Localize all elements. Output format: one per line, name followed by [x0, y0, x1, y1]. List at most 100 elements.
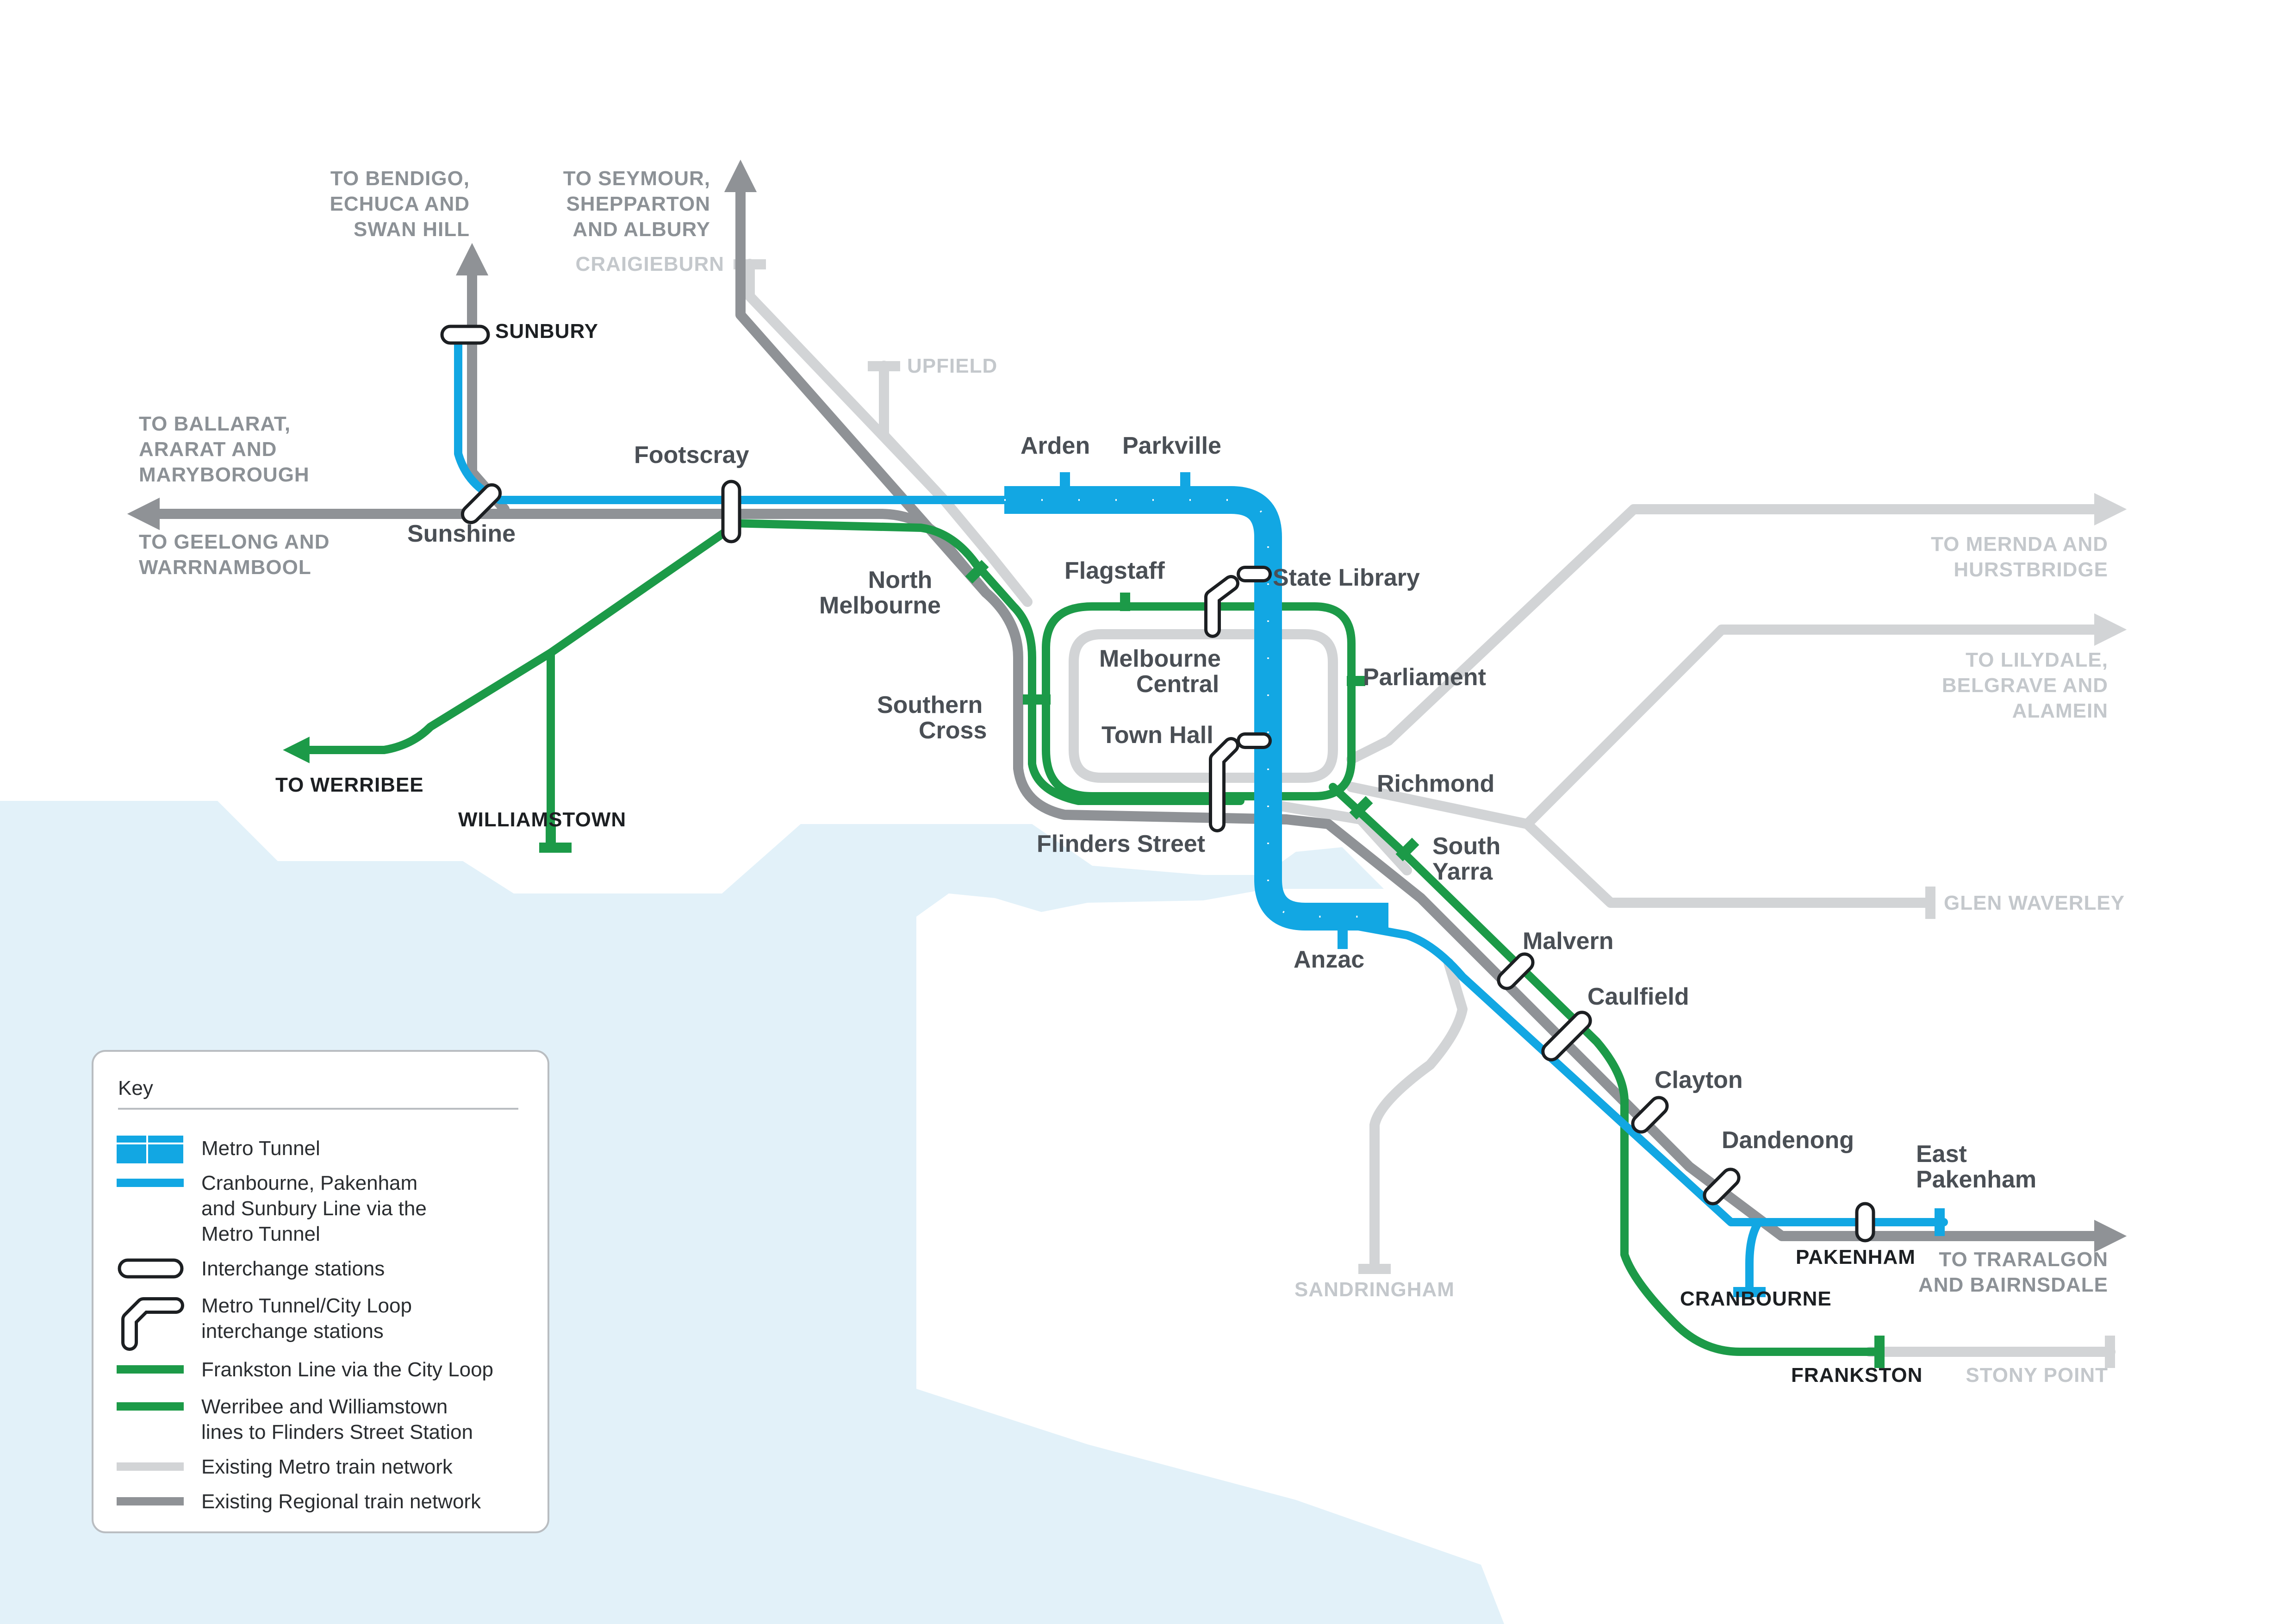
label-arden: Arden	[1020, 432, 1090, 459]
key-item-tunnel-loop-1: Metro Tunnel/City Loop	[201, 1294, 412, 1317]
key-item-werribee-1: Werribee and Williamstown	[201, 1395, 448, 1418]
blue-ticks	[1733, 1208, 1945, 1297]
label-south-yarra-2: Yarra	[1432, 858, 1493, 885]
frankston-loop-outer	[1042, 602, 1356, 800]
existing-metro-network	[745, 259, 2127, 1357]
sunbury-branch	[454, 329, 1013, 504]
interchange-icon	[118, 1258, 184, 1279]
key-title: Key	[118, 1077, 153, 1099]
dest-craigieburn: CRAIGIEBURN	[576, 253, 724, 275]
label-sunshine: Sunshine	[407, 520, 516, 547]
footscray-interchange	[721, 480, 741, 543]
dest-ballarat-3: MARYBOROUGH	[139, 463, 310, 486]
dest-stony-point: STONY POINT	[1966, 1364, 2108, 1387]
regional-destinations: TO BENDIGO, ECHUCA AND SWAN HILL TO SEYM…	[139, 167, 2108, 1296]
sunbury-interchange	[440, 325, 490, 345]
green-ticks	[539, 593, 1885, 1368]
label-richmond: Richmond	[1377, 770, 1494, 797]
williamstown-branch	[547, 524, 735, 833]
label-clayton: Clayton	[1655, 1067, 1743, 1093]
label-north-melbourne-1: North	[868, 567, 933, 593]
dest-seymour-2: SHEPPARTON	[566, 193, 710, 215]
label-melbourne-central-1: Melbourne	[1099, 645, 1221, 672]
label-town-hall: Town Hall	[1101, 722, 1213, 749]
label-parliament: Parliament	[1363, 664, 1486, 691]
key-item-frankston: Frankston Line via the City Loop	[201, 1358, 493, 1381]
key-item-blue-1: Cranbourne, Pakenham	[201, 1172, 417, 1194]
dest-lilydale-1: TO LILYDALE,	[1966, 649, 2108, 671]
pakenham-interchange	[1855, 1202, 1875, 1243]
glen-waverley-line	[1522, 819, 1935, 908]
dest-seymour-3: AND ALBURY	[572, 218, 710, 241]
dest-mernda-2: HURSTBRIDGE	[1954, 558, 2108, 581]
sunshine-interchange	[460, 483, 502, 525]
label-sunbury: SUNBURY	[495, 320, 598, 343]
werribee-line	[727, 519, 1244, 805]
tunnel-station-ticks	[1060, 472, 1348, 949]
label-south-yarra-1: South	[1432, 833, 1500, 860]
label-flinders-street: Flinders Street	[1037, 831, 1205, 857]
key-item-blue-3: Metro Tunnel	[201, 1223, 320, 1245]
label-frankston: FRANKSTON	[1791, 1364, 1923, 1387]
label-caulfield: Caulfield	[1587, 983, 1689, 1010]
dest-ballarat-1: TO BALLARAT,	[139, 412, 291, 435]
key-item-tunnel-loop-2: interchange stations	[201, 1320, 384, 1343]
cranbourne-branch	[1745, 1218, 1763, 1296]
dandenong-interchange	[1703, 1168, 1741, 1206]
clayton-interchange	[1631, 1096, 1669, 1134]
sandringham-line	[1369, 958, 1468, 1274]
dest-ballarat-2: ARARAT AND	[139, 438, 277, 461]
metro-terminal-labels: CRAIGIEBURN UPFIELD TO MERNDA AND HURSTB…	[576, 253, 2125, 1387]
station-labels: SUNBURY Footscray Sunshine Arden Parkvil…	[275, 320, 2036, 1387]
dest-upfield: UPFIELD	[907, 355, 997, 377]
label-malvern: Malvern	[1523, 928, 1614, 955]
port-phillip-bay-lower	[916, 1389, 1504, 1624]
metro-tunnel-segment	[1004, 486, 1388, 931]
interchange-stations	[440, 325, 1875, 1243]
station-crossing-ticks	[965, 560, 1419, 862]
seymour-line	[724, 159, 2127, 1253]
label-flagstaff: Flagstaff	[1064, 557, 1165, 584]
key-item-blue-2: and Sunbury Line via the	[201, 1197, 427, 1220]
dest-bendigo-1: TO BENDIGO,	[330, 167, 470, 190]
malvern-interchange	[1497, 952, 1535, 990]
label-southern-cross-2: Cross	[919, 717, 987, 744]
label-cranbourne: CRANBOURNE	[1680, 1287, 1832, 1310]
label-melbourne-central-2: Central	[1136, 671, 1219, 698]
label-east-pakenham-2: Pakenham	[1916, 1166, 2036, 1193]
dest-sandringham: SANDRINGHAM	[1294, 1278, 1455, 1301]
dest-traralgon-2: AND BAIRNSDALE	[1918, 1274, 2108, 1296]
dest-geelong-2: WARRNAMBOOL	[139, 556, 311, 579]
green-lines	[283, 519, 1883, 1356]
label-state-library: State Library	[1273, 564, 1420, 591]
key-item-interchange: Interchange stations	[201, 1257, 385, 1280]
key-item-existing-metro: Existing Metro train network	[201, 1455, 453, 1478]
dest-lilydale-3: ALAMEIN	[2012, 700, 2108, 722]
dest-geelong-1: TO GEELONG AND	[139, 531, 330, 553]
label-east-pakenham-1: East	[1916, 1141, 1967, 1168]
key-item-metro-tunnel: Metro Tunnel	[201, 1137, 320, 1160]
label-anzac: Anzac	[1294, 946, 1364, 973]
dest-traralgon-1: TO TRARALGON	[1939, 1248, 2108, 1271]
tunnel-loop-interchanges-fill	[1207, 569, 1269, 829]
caulfield-interchange	[1541, 1011, 1592, 1062]
label-footscray: Footscray	[634, 442, 749, 468]
metro-terminal-ticks	[734, 259, 2115, 1368]
tunnel-to-dandenong	[1352, 922, 1948, 1226]
key-item-werribee-2: lines to Flinders Street Station	[201, 1421, 473, 1443]
werribee-tail	[283, 649, 555, 763]
metro-tunnel-icon	[117, 1136, 184, 1163]
label-southern-cross-1: Southern	[877, 692, 983, 718]
label-to-werribee: TO WERRIBEE	[275, 774, 424, 796]
label-pakenham: PAKENHAM	[1796, 1246, 1916, 1268]
label-dandenong: Dandenong	[1722, 1127, 1854, 1154]
label-north-melbourne-2: Melbourne	[819, 592, 941, 619]
dest-glen-waverley: GLEN WAVERLEY	[1944, 892, 2125, 914]
label-parkville: Parkville	[1122, 432, 1221, 459]
frankston-line	[1329, 783, 1883, 1356]
map-key: Key Metro Tunnel Cranbourne, Pakenham an…	[92, 1050, 549, 1533]
label-williamstown: WILLIAMSTOWN	[458, 808, 626, 831]
metro-tunnel-line	[454, 329, 1948, 1296]
dest-seymour-1: TO SEYMOUR,	[563, 167, 710, 190]
